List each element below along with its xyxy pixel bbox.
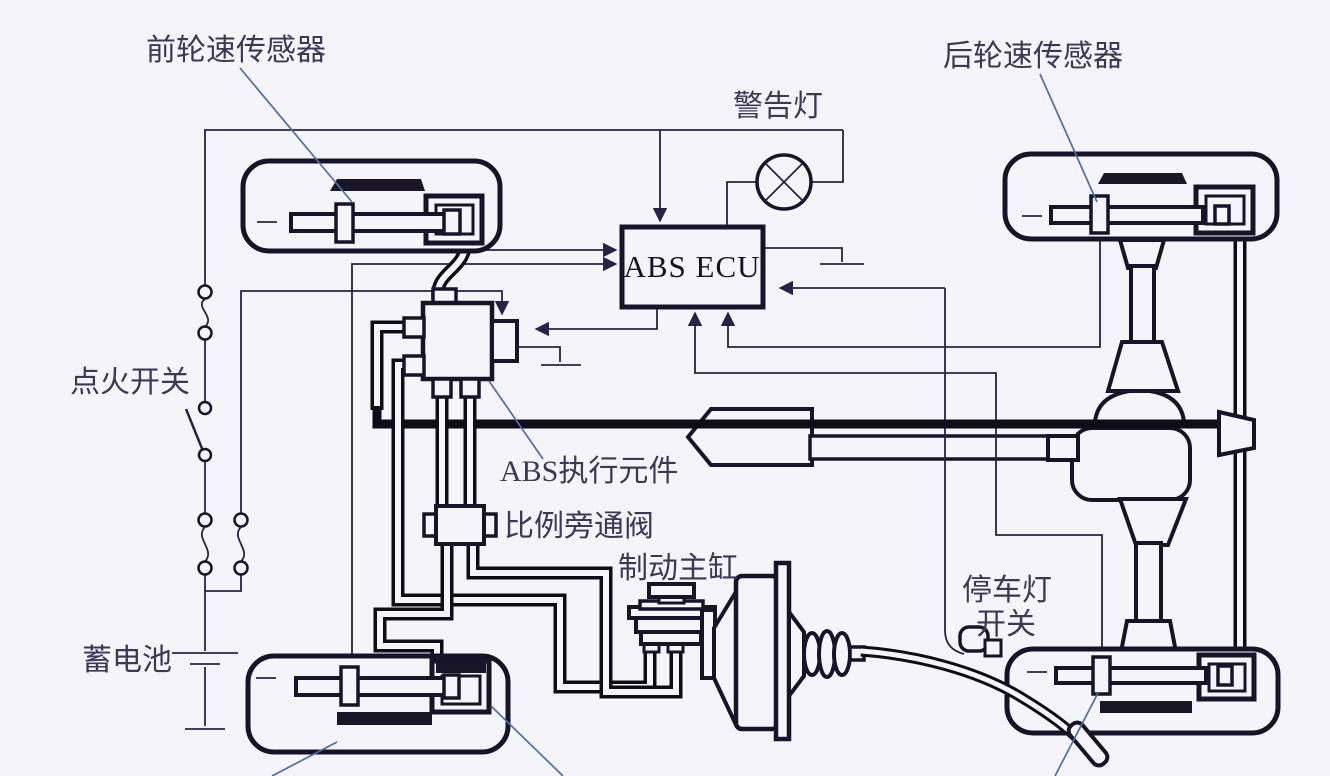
label-front-wheel-speed-sensor: 前轮速传感器 (146, 34, 326, 67)
differential-snout (1046, 434, 1080, 462)
abs-actuator (402, 287, 519, 399)
cv-boot-lower-top (1117, 497, 1189, 547)
lamp-feed-wire (812, 130, 844, 183)
cv-boot-upper-bottom (1105, 340, 1181, 393)
transmission-tail (685, 407, 814, 467)
wheel-speed-sensor (1089, 194, 1110, 235)
rear-sensor-wire-bottom (687, 311, 1103, 658)
label-stop-lamp-line1: 停车灯 (962, 574, 1052, 607)
label-stop-lamp-line2: 开关 (976, 608, 1036, 641)
stop-lamp-wire (944, 288, 965, 655)
proportioning-bypass-valve (422, 504, 498, 546)
battery-symbol (172, 652, 238, 730)
reservoir-cap (647, 582, 696, 599)
axle-shaft-lower (1134, 541, 1163, 625)
leader-bottom-right (1054, 692, 1099, 776)
ignition-feed-wire (204, 129, 843, 286)
abs-actuator-body (420, 300, 495, 382)
leader-front-sensor (239, 67, 353, 203)
label-battery: 蓄电池 (82, 644, 172, 677)
wheel-speed-sensor (339, 665, 360, 707)
leader-bottom-left-b (490, 705, 564, 776)
axle-bar (289, 212, 451, 233)
warning-lamp-icon (755, 153, 813, 211)
abs-ecu-label: ABS ECU (623, 249, 760, 284)
annotation-leaders (239, 67, 1099, 776)
lamp-to-ecu-wire (726, 181, 756, 226)
axle-bar (294, 676, 450, 697)
fuse-icon (233, 512, 249, 576)
actuator-ground-wire (517, 346, 561, 362)
rear-sensor-wire-top (720, 232, 1101, 348)
rear-right-wheel-lower (1004, 646, 1281, 736)
label-proportioning-bypass-valve: 比例旁通阀 (504, 510, 654, 543)
label-rear-wheel-speed-sensor: 后轮速传感器 (943, 40, 1123, 73)
pushrod-bellows (802, 629, 866, 679)
label-ignition-switch: 点火开关 (70, 366, 190, 399)
fuse-icon (197, 284, 213, 341)
ecu-actuator-wire (534, 307, 658, 337)
front-left-wheel (240, 158, 503, 254)
electrical-wiring (172, 129, 1103, 730)
leader-rear-sensor (1039, 73, 1098, 203)
ecu-ground-wire (763, 247, 843, 262)
label-abs-actuator: ABS执行元件 (500, 455, 678, 488)
wheel-speed-sensor (1091, 655, 1112, 696)
leader-bottom-left-a (271, 741, 338, 776)
propeller-shaft (808, 434, 1054, 461)
stop-lamp-switch (958, 625, 1003, 658)
fuse-icon (197, 512, 213, 576)
leader-abs-actuator (488, 380, 544, 460)
vacuum-booster (733, 573, 781, 732)
wire-seg (205, 574, 242, 592)
front-left-wheel-lower (245, 653, 511, 755)
abs-ecu-box: ABS ECU (619, 224, 766, 310)
wheel-speed-sensor (334, 202, 355, 244)
label-warning-lamp: 警告灯 (733, 90, 823, 123)
pipe-actuator-rear (372, 406, 1224, 429)
axle-bar (1049, 205, 1205, 225)
actuator-feed-wire (240, 290, 510, 514)
pipe-tee-connector (1217, 409, 1256, 458)
rear-right-wheel (1002, 151, 1280, 242)
brake-pedal-pad (1066, 720, 1110, 768)
diagram-labels: 前轮速传感器 后轮速传感器 警告灯 点火开关 蓄电池 ABS执行元件 比例旁通阀… (70, 34, 1123, 677)
axle-shaft-upper (1129, 264, 1156, 346)
ignition-switch-symbol (184, 400, 213, 463)
label-brake-master-cylinder: 制动主缸 (618, 552, 738, 585)
brake-master-cylinder-assembly (627, 560, 1110, 768)
abs-actuator-solenoid (490, 319, 519, 363)
differential-housing (1070, 426, 1192, 502)
front-sensor-wire-bottom (351, 256, 618, 656)
cv-boot-upper-top (1117, 238, 1167, 270)
axle-bar (1054, 666, 1208, 685)
